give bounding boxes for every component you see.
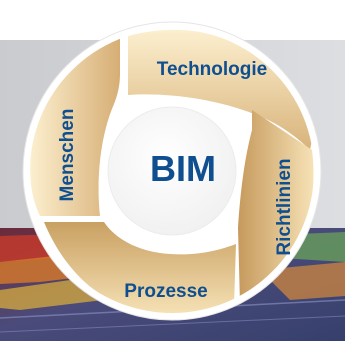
petal-bottom [44, 222, 236, 313]
petal-label-top: Technologie [157, 59, 267, 80]
petal-left [30, 38, 120, 216]
petal-top [128, 29, 312, 151]
petal-label-bottom: Prozesse [124, 281, 207, 302]
photo-line-2 [0, 315, 345, 333]
petals [30, 29, 314, 313]
center-label: BIM [150, 148, 216, 189]
center-circle [107, 106, 237, 236]
petal-label-right: Richtlinien [274, 158, 295, 255]
petal-right [238, 110, 314, 304]
petal-label-left: Menschen [57, 109, 78, 202]
